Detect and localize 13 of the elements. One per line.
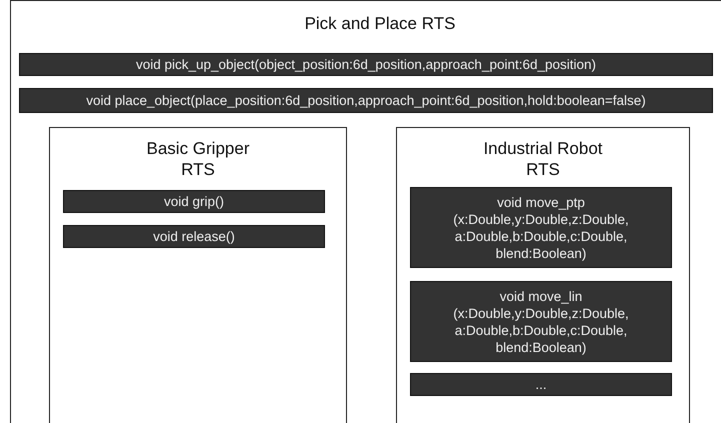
method-bar: void pick_up_object(object_position:6d_position,approach_point:6d_position) [19, 53, 713, 76]
method-bar: ... [410, 373, 672, 396]
method-bar: void release() [63, 225, 325, 248]
component-title: Basic Gripper RTS [146, 138, 250, 180]
method-bar: void place_object(place_position:6d_position,approach_point:6d_position,hold:boolean=false) [19, 88, 713, 113]
method-bar: void move_ptp (x:Double,y:Double,z:Double, a:Double,b:Double,c:Double, blend:Boolean) [410, 187, 672, 268]
method-bar: void grip() [63, 190, 325, 213]
component-box [49, 127, 347, 423]
component-box [396, 127, 690, 423]
component-box [10, 0, 721, 423]
component-title: Pick and Place RTS [304, 13, 456, 34]
component-title: Industrial Robot RTS [482, 138, 604, 180]
method-bar: void move_lin (x:Double,y:Double,z:Double, a:Double,b:Double,c:Double, blend:Boolean) [410, 281, 672, 362]
